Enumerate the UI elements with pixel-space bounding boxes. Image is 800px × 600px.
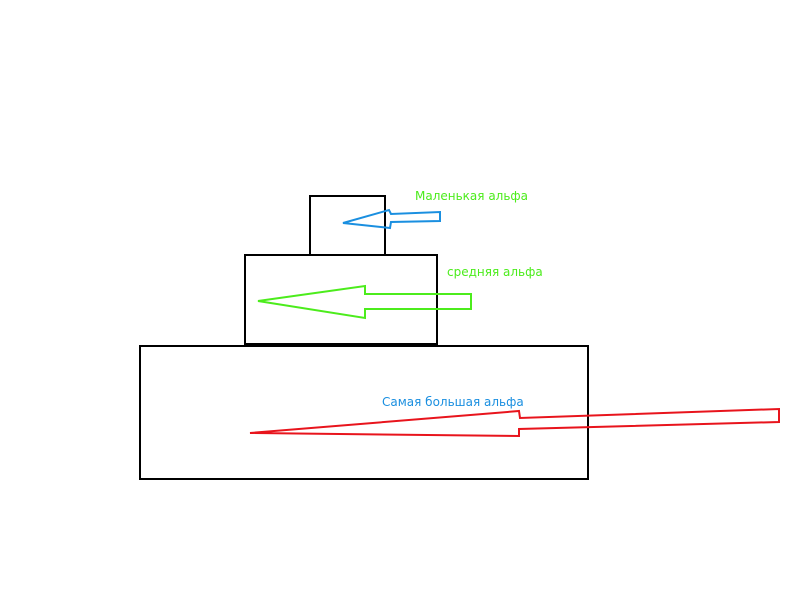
small-arrow (342, 208, 441, 230)
medium-box (244, 254, 438, 345)
large-arrow (249, 407, 780, 438)
small-alpha-label: Маленькая альфа (415, 189, 529, 203)
medium-alpha-label: средняя альфа (447, 265, 543, 279)
medium-arrow (257, 284, 472, 320)
large-alpha-label: Самая большая альфа (382, 395, 524, 409)
large-box (139, 345, 589, 480)
